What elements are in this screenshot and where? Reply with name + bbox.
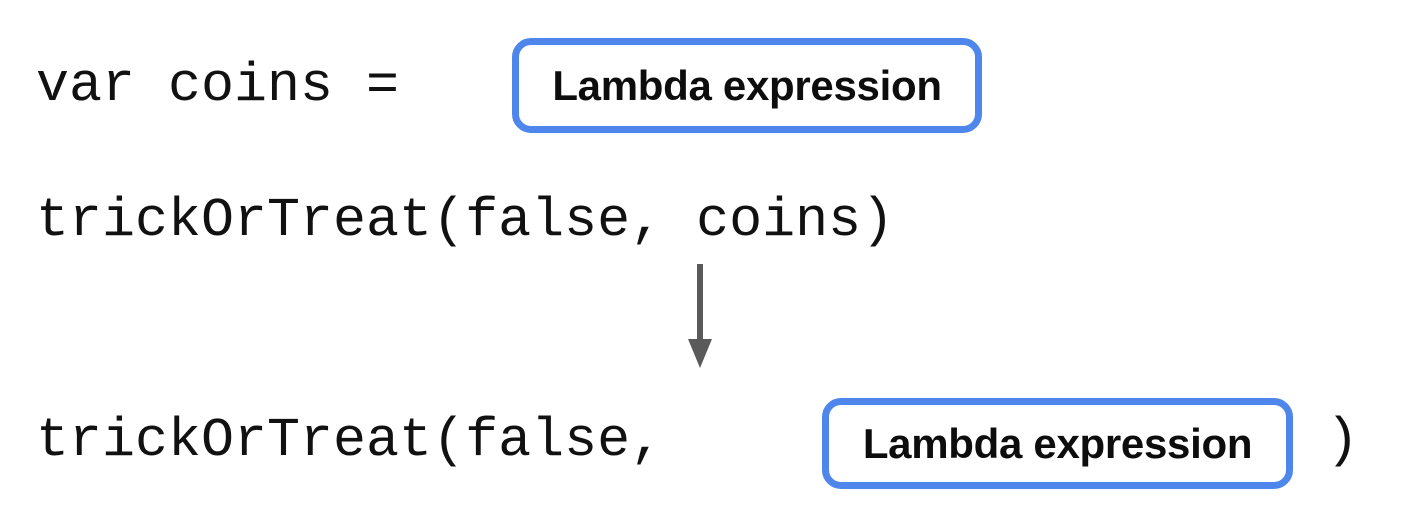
code-line-call-with-variable: trickOrTreat(false, coins) <box>36 189 895 252</box>
lambda-expression-chip-inline[interactable]: Lambda expression <box>822 398 1293 489</box>
lambda-expression-chip-declaration[interactable]: Lambda expression <box>512 38 982 133</box>
lambda-expression-chip-label: Lambda expression <box>552 61 942 109</box>
code-line-call-with-inline-lambda: trickOrTreat(false, <box>36 409 697 472</box>
arrow-head <box>688 339 712 368</box>
code-line-declaration: var coins = <box>36 54 433 117</box>
closing-paren: ) <box>1326 409 1360 472</box>
lambda-expression-chip-label: Lambda expression <box>862 419 1253 467</box>
down-arrow-icon <box>688 264 712 368</box>
